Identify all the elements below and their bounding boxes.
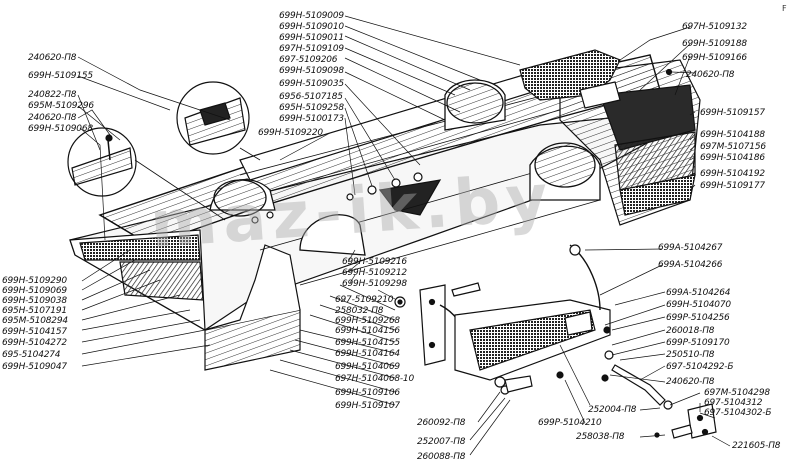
part-label: 697-5104292-Б [666,362,734,372]
part-label: 699А-5104267 [658,243,723,253]
part-label: 699Н-5104156 [335,326,400,336]
part-label: 699А-5104266 [658,260,723,270]
part-label: 260018-П8 [666,326,715,336]
part-label: 6956-5107185 [279,92,343,102]
part-label: 699Н-5109068 [28,124,93,134]
leader-lines [77,15,731,456]
part-label: 221605-П8 [732,441,781,451]
part-label: 699Н-5104188 [700,130,765,140]
part-label: 699Н-5109038 [2,296,67,306]
part-label: 260088-П8 [417,452,466,462]
wheel-arches [209,79,601,256]
part-label: 697-5109206 [279,55,338,65]
part-label: 699Н-5109188 [682,39,747,49]
part-label: 697М-5104298 [704,388,770,398]
part-label: 699Н-5109298 [342,279,407,289]
part-label: 699Н-5109069 [2,286,67,296]
part-label: 699Н-5109290 [2,276,67,286]
part-label: 699Н-5104192 [700,169,765,179]
part-label: 697-5109210 [335,295,394,305]
part-label: 699Н-5109106 [335,388,400,398]
part-label: 699Н-5109166 [682,53,747,63]
part-label: 260092-П8 [417,418,466,428]
part-label: 699Н-5109220 [258,128,323,138]
part-label: 697Н-5109132 [682,22,747,32]
part-label: 697М-5107156 [700,142,766,152]
part-label: 699Н-5109009 [279,11,344,21]
part-label: 240620-П8 [666,377,715,387]
part-label: 697-5104312 [704,398,763,408]
part-label: 699Н-5109011 [279,33,344,43]
corner-mark: F [782,4,787,13]
part-label: 699Р-5104210 [538,418,602,428]
part-label: 258032-П8 [335,306,384,316]
part-label: 699Н-5109216 [342,257,407,267]
part-label: 697Н-5104068-10 [335,374,414,384]
part-label: 697-5104302-Б [704,408,772,418]
part-label: 699Н-5109212 [342,268,407,278]
part-label: 699Н-5104164 [335,349,400,359]
part-label: 699Н-5109155 [28,71,93,81]
part-label: 695Н-5107191 [2,306,67,316]
top-hitch [519,49,621,109]
part-label: 252004-П8 [588,405,637,415]
part-label: 699Н-5109157 [700,108,765,118]
part-label: 699Н-5109177 [700,181,765,191]
part-label: 240822-П8 [28,90,77,100]
part-label: 258038-П8 [576,432,625,442]
part-label: 695М-5108294 [2,316,68,326]
part-label: 699Н-5109010 [279,22,344,32]
detail-insets [67,81,261,221]
part-label: 695Н-5109258 [279,103,344,113]
part-label: 699Н-5104069 [335,362,400,372]
part-label: 699Н-5104272 [2,338,67,348]
part-label: 240620-П8 [28,113,77,123]
part-label: 699Н-5109098 [279,66,344,76]
part-label: 699Н-5109107 [335,401,400,411]
part-label: 699Н-5100173 [279,114,344,124]
part-label: 240620-П8 [28,53,77,63]
part-label: 699Н-5104186 [700,153,765,163]
part-label: 699Р-5109170 [666,338,730,348]
part-label: 697Н-5109109 [279,44,344,54]
part-label: 699Н-5109268 [335,316,400,326]
part-label: 699Н-5104070 [666,300,731,310]
part-label: 699Р-5104256 [666,313,730,323]
part-label: 695-5104274 [2,350,61,360]
lower-frame-assembly [394,68,717,439]
part-label: 699Н-5104157 [2,327,67,337]
part-label: 252007-П8 [417,437,466,447]
part-label: 699Н-5109047 [2,362,67,372]
part-label: 250510-П8 [666,350,715,360]
part-label: 695М-5109296 [28,101,94,111]
part-label: 699А-5104264 [666,288,731,298]
part-label: 699Н-5104155 [335,338,400,348]
part-label: 699Н-5109035 [279,79,344,89]
part-label: 240620-П8 [686,70,735,80]
platform-floor [69,54,701,371]
